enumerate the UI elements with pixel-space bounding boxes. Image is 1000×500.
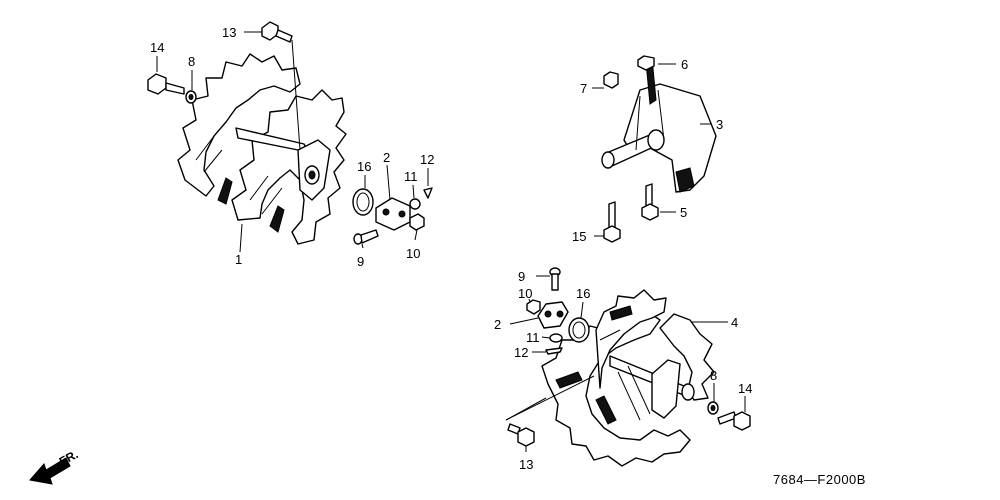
callout-3: 3 — [716, 117, 723, 132]
pin-9-right — [549, 267, 561, 291]
nut-7 — [603, 71, 619, 89]
callout-16-left: 16 — [357, 159, 371, 174]
callout-11-right: 11 — [526, 330, 540, 345]
callout-15: 15 — [572, 229, 586, 244]
callout-8-right: 8 — [710, 368, 717, 383]
left-tine-assembly — [177, 53, 347, 245]
callout-6: 6 — [681, 57, 688, 72]
washer-8-right-hole — [710, 405, 716, 411]
right-bottom-leader-lines — [505, 275, 746, 452]
callout-7: 7 — [580, 81, 587, 96]
diagram-code: 7684—F2000B — [773, 472, 866, 487]
bolt-15 — [603, 201, 621, 243]
front-direction-arrow-icon — [29, 457, 71, 485]
right-top-leader-lines — [592, 63, 712, 237]
callout-1-left: 1 — [235, 252, 242, 267]
callout-2-right: 2 — [494, 317, 501, 332]
shaft-holder-3 — [601, 57, 717, 193]
bolt-14-left — [147, 73, 185, 95]
washer-11-left — [409, 198, 421, 210]
callout-5: 5 — [680, 205, 687, 220]
pin-9-left — [353, 229, 379, 245]
callout-16-right: 16 — [576, 286, 590, 301]
nut-10-left — [409, 213, 425, 231]
bracket-2-right — [537, 301, 569, 329]
bolt-5 — [641, 183, 659, 221]
bolt-14-right — [717, 411, 751, 431]
seal-16-left-inner — [356, 192, 370, 212]
left-callouts: 14 8 13 16 2 12 11 9 10 1 — [150, 25, 434, 269]
clip-12-right — [545, 347, 563, 355]
left-leader-lines — [156, 31, 429, 253]
bracket-2-left — [375, 197, 411, 231]
right-tine-assembly — [541, 289, 715, 467]
callout-10-left: 10 — [406, 246, 420, 261]
bolt-13-left — [261, 21, 293, 43]
clip-12-left — [423, 187, 433, 199]
callout-4-right: 4 — [731, 315, 738, 330]
callout-13-left: 13 — [222, 25, 236, 40]
bolt-13-right — [507, 423, 535, 447]
washer-11-right — [549, 333, 563, 343]
callout-12-left: 12 — [420, 152, 434, 167]
callout-14-left: 14 — [150, 40, 164, 55]
right-top-callouts: 7 6 3 5 15 — [572, 57, 723, 244]
callout-14-right: 14 — [738, 381, 752, 396]
callout-9-right: 9 — [518, 269, 525, 284]
callout-10-right: 10 — [518, 286, 532, 301]
callout-2-left: 2 — [383, 150, 390, 165]
callout-13-right: 13 — [519, 457, 533, 472]
nut-10-right — [526, 299, 541, 315]
right-bottom-callouts: 9 10 2 16 4 11 12 8 14 13 — [494, 269, 752, 472]
callout-12-right: 12 — [514, 345, 528, 360]
callout-11-left: 11 — [404, 169, 418, 184]
seal-16-right-inner — [572, 321, 586, 339]
washer-8-left-hole — [188, 94, 194, 100]
callout-8-left: 8 — [188, 54, 195, 69]
nut-6 — [637, 55, 655, 71]
callout-9-left: 9 — [357, 254, 364, 269]
